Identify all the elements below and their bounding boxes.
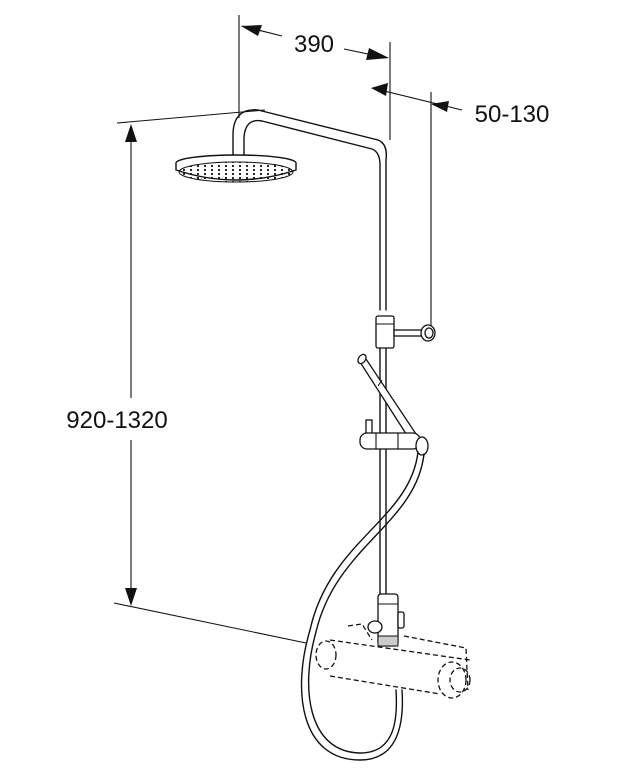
wall-bracket xyxy=(375,315,436,349)
dimension-arm-reach: 390 xyxy=(238,15,391,140)
dimension-label-wall-distance: 50-130 xyxy=(475,101,550,128)
thermostatic-mixer-dashed xyxy=(315,623,471,699)
dimension-height-range: 920-1320 xyxy=(66,109,307,644)
shower-hose xyxy=(300,451,425,761)
hand-shower-slide-holder xyxy=(359,419,429,456)
diverter-valve xyxy=(367,593,405,647)
dimension-wall-distance: 50-130 xyxy=(371,83,549,335)
overhead-shower-arm xyxy=(232,109,388,311)
overhead-shower-head xyxy=(175,154,297,183)
dimension-label-height-range: 920-1320 xyxy=(66,407,167,434)
dimension-label-arm-reach: 390 xyxy=(294,31,334,58)
